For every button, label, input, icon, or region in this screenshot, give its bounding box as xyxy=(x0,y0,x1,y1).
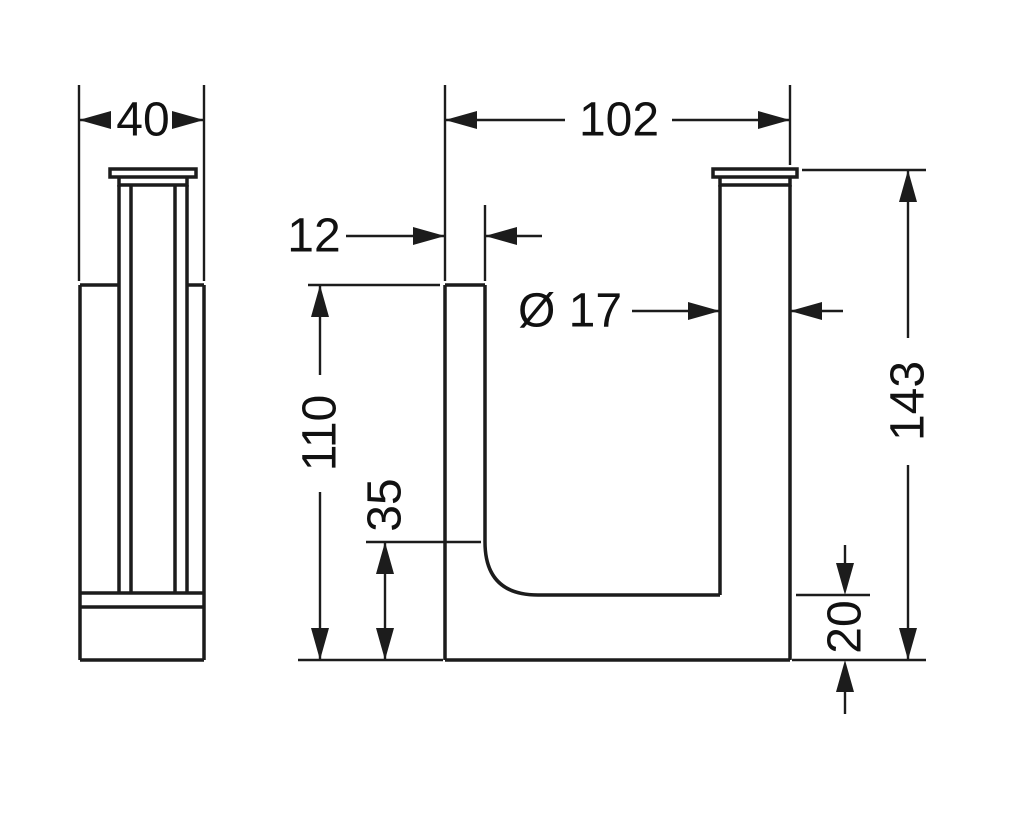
dimension-lines xyxy=(77,85,926,714)
dim-lines-height-110 xyxy=(298,283,443,662)
side-view-bracket xyxy=(78,283,206,660)
dimension-label-base-height: 20 xyxy=(819,600,872,653)
side-view-post xyxy=(117,185,189,593)
dim-lines-width-102 xyxy=(443,85,792,281)
dimension-labels: 40 102 12 Ø 17 110 35 143 20 xyxy=(116,94,934,654)
dimension-label-thickness: 12 xyxy=(287,210,340,263)
front-view-rod xyxy=(718,185,792,660)
dimension-label-width: 102 xyxy=(579,94,659,147)
dimension-label-total-height: 143 xyxy=(882,361,935,441)
front-view-cap xyxy=(711,167,799,187)
dimension-label-rod-diameter: Ø 17 xyxy=(518,285,622,338)
side-view-cap xyxy=(108,167,198,187)
front-view xyxy=(443,167,799,662)
dim-lines-depth-40 xyxy=(77,85,206,281)
side-view xyxy=(78,167,206,662)
dimension-label-curve-height: 35 xyxy=(359,478,412,531)
front-view-arm-and-base xyxy=(443,283,790,662)
dim-lines-height-20 xyxy=(796,545,870,714)
dimension-label-depth: 40 xyxy=(116,94,169,147)
side-view-base xyxy=(80,591,204,662)
arrowheads-horizontal xyxy=(79,111,822,320)
dimension-label-arm-height: 110 xyxy=(294,395,347,472)
dim-lines-height-143 xyxy=(792,168,926,662)
